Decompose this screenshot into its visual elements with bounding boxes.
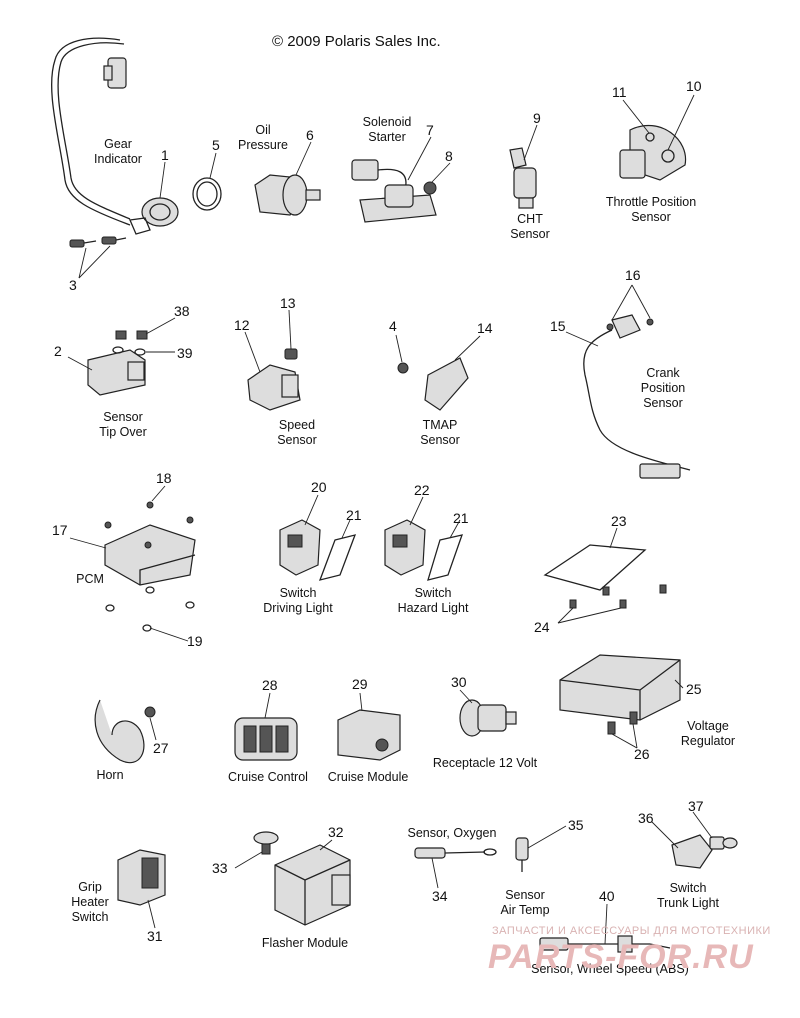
label-switch-hazard-light: Switch Hazard Light [397,586,469,615]
leader-lines [67,94,713,945]
watermark-tagline: ЗАПЧАСТИ И АКСЕССУАРЫ ДЛЯ МОТОТЕХНИКИ [492,925,771,937]
callout-7: 7 [426,122,434,138]
label-receptacle-12-volt: Receptacle 12 Volt [432,756,538,770]
callout-28: 28 [262,677,278,693]
callout-16: 16 [625,267,641,283]
callout-25: 25 [686,681,702,697]
label-cruise-control: Cruise Control [228,770,308,784]
callout-4: 4 [389,318,397,334]
label-switch-driving-light: Switch Driving Light [263,586,333,615]
callout-20: 20 [311,479,327,495]
label-cht-sensor: CHT Sensor [510,212,550,241]
label-horn: Horn [96,768,124,782]
label-cruise-module: Cruise Module [327,770,409,784]
callout-21-hazard: 21 [453,510,469,526]
label-sensor-air-temp: Sensor Air Temp [500,888,550,917]
callout-34: 34 [432,888,448,904]
label-grip-heater-switch: Grip Heater Switch [71,880,109,924]
callout-36: 36 [638,810,654,826]
cruise-control-part [234,717,298,761]
label-sensor-oxygen: Sensor, Oxygen [407,826,497,840]
watermark-logo: PARTS-FOR.RU [488,938,754,976]
tmap-part [397,357,469,411]
receptacle-part [459,699,517,737]
switch-trunk-light-part [671,834,738,869]
callout-10: 10 [686,78,702,94]
callout-17: 17 [52,522,68,538]
callout-14: 14 [477,320,493,336]
label-switch-trunk-light: Switch Trunk Light [656,881,720,910]
callout-11: 11 [612,84,627,100]
voltage-regulator-part [559,654,681,735]
label-sensor-tip-over: Sensor Tip Over [99,410,147,439]
callout-26: 26 [634,746,650,762]
callout-29: 29 [352,676,368,692]
callout-32: 32 [328,824,344,840]
horn-part [94,699,156,764]
callout-2: 2 [54,343,62,359]
sensor-air-temp-part [515,837,529,872]
label-speed-sensor: Speed Sensor [277,418,317,447]
switch-driving-light-part [279,519,357,581]
callout-24: 24 [534,619,550,635]
speed-sensor-part [247,348,301,411]
solenoid-starter-part [351,159,437,223]
callout-13: 13 [280,295,296,311]
label-tmap-sensor: TMAP Sensor [420,418,460,447]
grip-heater-part [117,849,166,906]
callout-21-driving: 21 [346,507,362,523]
callout-39: 39 [177,345,193,361]
callout-18: 18 [156,470,172,486]
o-ring-part [192,177,222,211]
callout-40: 40 [599,888,615,904]
label-solenoid-starter: Solenoid Starter [362,115,412,144]
callout-35: 35 [568,817,584,833]
crank-position-part [583,314,691,479]
callout-3: 3 [69,277,77,293]
flasher-module-part [253,831,351,926]
cruise-module-part [337,709,401,761]
callout-5: 5 [212,137,220,153]
label-sensor-wheel-speed: Sensor, Wheel Speed (ABS) [531,962,689,976]
switch-hazard-light-part [384,519,464,581]
screw-washer-part [112,330,148,356]
label-throttle-position-sensor: Throttle Position Sensor [605,195,697,224]
oil-pressure-part [254,174,321,216]
label-flasher-module: Flasher Module [261,936,349,950]
callout-30: 30 [451,674,467,690]
gear-indicator-part [50,37,179,235]
copyright-text: © 2009 Polaris Sales Inc. [272,33,441,50]
callout-9: 9 [533,110,541,126]
callout-8: 8 [445,148,453,164]
callout-37: 37 [688,798,704,814]
sensor-oxygen-part [414,847,497,859]
callout-15: 15 [550,318,566,334]
throttle-position-part [619,124,687,181]
pcm-part [104,501,196,632]
callout-22: 22 [414,482,430,498]
callout-27: 27 [153,740,169,756]
callout-12: 12 [234,317,250,333]
cht-sensor-part [509,147,537,209]
callout-38: 38 [174,303,190,319]
callout-23: 23 [611,513,627,529]
label-oil-pressure: Oil Pressure [237,123,289,152]
label-crank-position-sensor: Crank Position Sensor [640,366,686,410]
bracket-part [543,544,667,609]
callout-1: 1 [161,147,169,163]
callout-31: 31 [147,928,163,944]
callout-33: 33 [212,860,228,876]
sensor-wheel-speed-part [539,935,671,953]
label-pcm: PCM [76,572,104,586]
tip-over-part [87,349,146,396]
label-voltage-regulator: Voltage Regulator [680,719,736,748]
label-gear-indicator: Gear Indicator [94,137,142,166]
callout-6: 6 [306,127,314,143]
screws-part [69,236,127,248]
callout-19: 19 [187,633,203,649]
